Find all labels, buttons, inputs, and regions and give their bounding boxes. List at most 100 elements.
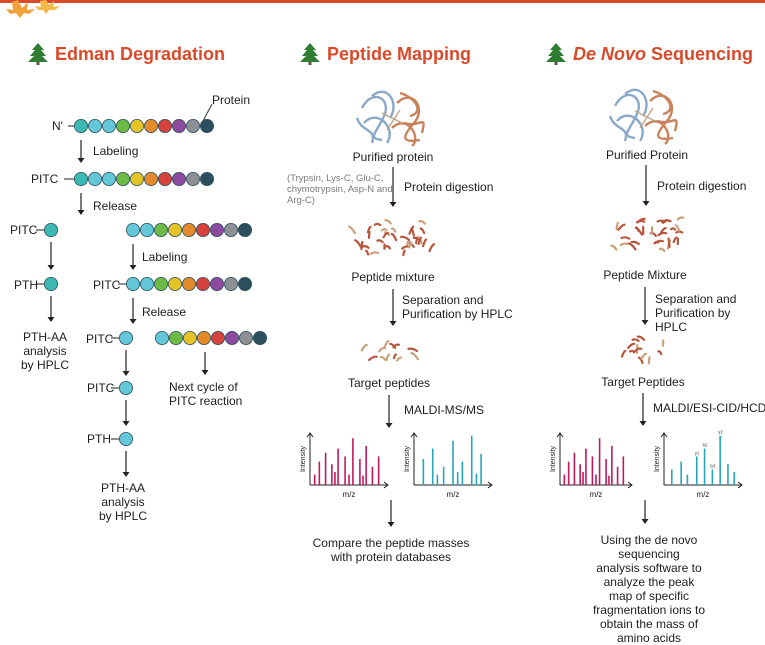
protein-digestion-label: Protein digestion xyxy=(657,179,747,193)
pth-aa-analysis-label: PTH-AA analysis by HPLC xyxy=(20,330,70,372)
amino-acid-bead xyxy=(209,222,224,237)
amino-acid-bead xyxy=(199,119,214,134)
down-arrow-icon xyxy=(642,165,650,206)
release-label: Release xyxy=(142,305,187,319)
edman-title: Edman Degradation xyxy=(28,43,225,65)
release-label: Release xyxy=(93,199,138,213)
amino-acid-bead xyxy=(153,222,168,237)
remaining-chain xyxy=(126,222,252,237)
x-axis-label: m/z xyxy=(343,490,356,499)
amino-acid-bead xyxy=(102,119,117,134)
ms-method-label: MALDI-MS/MS xyxy=(404,403,485,417)
conclusion-label: Using the de novo sequencing analysis so… xyxy=(592,533,706,645)
down-arrow-icon xyxy=(201,352,209,375)
peak-label: b3 xyxy=(710,463,716,468)
amino-acid-bead xyxy=(74,171,89,186)
amino-acid-bead xyxy=(252,330,267,345)
purified-protein-label: Purified protein xyxy=(352,150,434,164)
separation-label: Separation and Purification by HPLC xyxy=(402,293,513,321)
separation-label: Separation and Purification by HPLC xyxy=(655,292,737,334)
mapping-title-text: Peptide Mapping xyxy=(327,43,471,64)
amino-acid-bead xyxy=(157,171,172,186)
y-axis-label: Intensity xyxy=(654,445,661,472)
amino-acid-bead xyxy=(139,276,154,291)
x-axis-label: m/z xyxy=(447,490,460,499)
target-peptides-label: Target peptides xyxy=(347,376,431,390)
n-terminus-label: N' xyxy=(52,119,63,133)
amino-acid-bead xyxy=(153,276,168,291)
down-arrow-icon xyxy=(385,395,393,428)
amino-acid-bead xyxy=(143,119,158,134)
target-peptides-image xyxy=(360,339,420,362)
down-arrow-icon xyxy=(47,242,55,270)
amino-acid-bead xyxy=(167,222,182,237)
next-chain xyxy=(154,330,267,345)
down-arrow-icon xyxy=(641,287,649,325)
down-arrow-icon xyxy=(122,451,130,477)
protein-label: Protein xyxy=(212,93,251,107)
amino-acid-bead xyxy=(143,171,158,186)
down-arrow-icon xyxy=(77,193,85,215)
labeled-protein-chain xyxy=(74,171,214,186)
protein-chain xyxy=(74,119,214,134)
amino-acid-bead xyxy=(182,330,197,345)
amino-acid-bead xyxy=(129,119,144,134)
amino-acid-bead xyxy=(196,330,211,345)
pth-aa-analysis-label: PTH-AA analysis by HPLC xyxy=(98,481,148,523)
relabeled-chain xyxy=(126,276,252,291)
purified-protein-label: Purified Protein xyxy=(605,148,689,162)
pointer-line xyxy=(202,103,213,122)
amino-acid-bead xyxy=(209,276,224,291)
amino-acid-bead xyxy=(181,222,196,237)
amino-acid-bead xyxy=(116,171,131,186)
down-arrow-icon xyxy=(389,167,397,207)
labeling-label: Labeling xyxy=(142,250,188,264)
tree-icon xyxy=(546,43,566,65)
down-arrow-icon xyxy=(639,393,647,426)
down-arrow-icon xyxy=(47,296,55,322)
target-peptides-label: Target Peptides xyxy=(601,375,685,389)
down-arrow-icon xyxy=(641,500,649,524)
diagram-canvas: Intensitym/zIntensitym/zIntensitym/zInte… xyxy=(36,88,743,527)
amino-acid-bead xyxy=(74,119,89,134)
pitc-label: PITC xyxy=(93,278,121,292)
down-arrow-icon xyxy=(77,140,85,163)
amino-acid-bead xyxy=(185,119,200,134)
amino-acid-bead xyxy=(199,171,214,186)
peptide-mixture-image xyxy=(610,216,685,253)
top-accent-line xyxy=(0,0,765,3)
pitc-label: PITC xyxy=(87,381,115,395)
enzymes-label: (Trypsin, Lys-C, Glu-C, chymotrypsin, As… xyxy=(287,173,393,206)
peptide-mixture-image xyxy=(348,219,436,257)
amino-acid-bead xyxy=(237,276,252,291)
edman-title-text: Edman Degradation xyxy=(55,43,226,64)
ms-method-label: MALDI/ESI-CID/HCD/ETD xyxy=(653,401,765,415)
amino-acid-bead xyxy=(238,330,253,345)
amino-acid-bead xyxy=(154,330,169,345)
peak-label: y2 xyxy=(718,430,723,435)
protein-structure-image xyxy=(355,90,425,147)
amino-acid-bead xyxy=(181,276,196,291)
amino-acid-bead xyxy=(223,222,238,237)
x-axis-label: m/z xyxy=(697,490,710,499)
amino-acid-bead xyxy=(195,222,210,237)
amino-acid-bead xyxy=(237,222,252,237)
pitc-label: PITC xyxy=(86,332,114,346)
pitc-label: PITC xyxy=(31,172,59,186)
next-cycle-label: Next cycle of PITC reaction xyxy=(169,380,243,408)
y-axis-label: Intensity xyxy=(550,445,557,472)
amino-acid-bead xyxy=(119,380,134,395)
pitc-label: PITC xyxy=(10,223,38,237)
amino-acid-bead xyxy=(88,171,103,186)
pth-label: PTH xyxy=(14,278,38,292)
maple-leaf-decoration-icon xyxy=(6,0,60,18)
down-arrow-icon xyxy=(122,400,130,426)
pth-label: PTH xyxy=(87,432,111,446)
down-arrow-icon xyxy=(129,298,137,324)
target-peptides-image xyxy=(620,335,665,365)
amino-acid-bead xyxy=(157,119,172,134)
